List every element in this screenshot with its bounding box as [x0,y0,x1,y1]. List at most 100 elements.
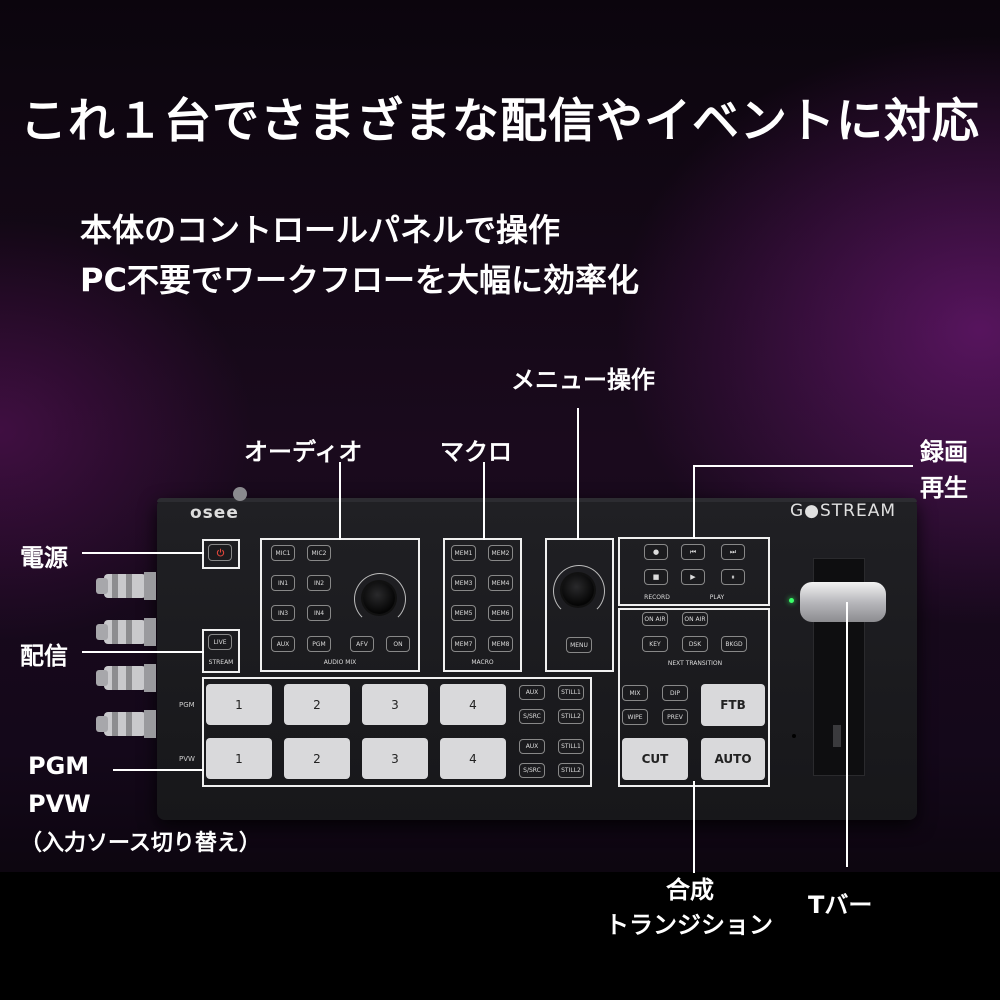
pvw-aux-button[interactable]: AUX [519,739,545,754]
callout-menu: メニュー操作 [511,366,655,394]
knob-ring [553,565,605,617]
play-button[interactable]: ▶ [681,569,705,585]
record-icon: ● [652,548,660,556]
pgm-source-button[interactable]: 3 [362,684,428,725]
callout-line-macro [483,462,485,540]
auto-button[interactable]: AUTO [701,738,765,780]
live-button[interactable]: LIVE [208,634,232,650]
skip-forward-icon: ⏭ [729,547,737,556]
callout-line-power [82,552,204,554]
audio-knob[interactable] [363,582,395,614]
play-label: PLAY [709,594,725,601]
callout-line-menu [577,408,579,540]
callout-pvw: PVW [28,790,91,818]
key-button[interactable]: KEY [642,636,668,652]
pgm-ssrc-button[interactable]: S/SRC [519,709,545,724]
power-button[interactable] [208,544,232,561]
bnc-connector-icon [96,710,156,738]
dsk-button[interactable]: DSK [682,636,708,652]
macro-button[interactable]: MEM1 [451,545,476,561]
next-button[interactable]: ⏭ [721,544,745,560]
callout-line-stream [82,651,204,653]
bottom-band [0,872,1000,1000]
callout-composite: 合成 [666,876,714,904]
subtitle-line-1: 本体のコントロールパネルで操作 [80,211,561,249]
menu-knob[interactable] [562,574,594,606]
pvw-ssrc-button[interactable]: S/SRC [519,763,545,778]
callout-stream: 配信 [20,642,68,670]
macro-button[interactable]: MEM3 [451,575,476,591]
audio-button[interactable]: IN2 [307,575,331,591]
pgm-source-button[interactable]: 2 [284,684,350,725]
previous-button[interactable]: ⏮ [681,544,705,560]
play-icon: ▶ [690,573,696,581]
tbar-notch [833,725,841,747]
audio-button[interactable]: MIC2 [307,545,331,561]
callout-play: 再生 [920,474,968,502]
stream-label: STREAM [208,659,234,666]
callout-macro: マクロ [440,438,512,466]
audio-mix-label: AUDIO MIX [323,659,357,666]
next-transition-label: NEXT TRANSITION [667,660,723,667]
bkgd-button[interactable]: BKGD [721,636,747,652]
tbar-handle[interactable] [800,582,886,622]
macro-button[interactable]: MEM8 [488,636,513,652]
callout-line-audio [339,462,341,540]
audio-button[interactable]: IN1 [271,575,295,591]
audio-button[interactable]: AFV [350,636,374,652]
brand-logo: osee [190,503,239,523]
callout-line-record-h [693,465,913,467]
pgm-source-button[interactable]: 4 [440,684,506,725]
pvw-still1-button[interactable]: STILL1 [558,739,584,754]
macro-label: MACRO [471,659,494,666]
pvw-source-button[interactable]: 4 [440,738,506,779]
mix-button[interactable]: MIX [622,685,648,701]
macro-button[interactable]: MEM5 [451,605,476,621]
pgm-pvw-frame [202,677,592,787]
status-led [789,598,794,603]
pgm-aux-button[interactable]: AUX [519,685,545,700]
menu-frame [545,538,614,672]
pgm-row-label: PGM [179,701,195,709]
dip-button[interactable]: DIP [662,685,688,701]
callout-transition: トランジション [605,911,773,939]
pvw-source-button[interactable]: 2 [284,738,350,779]
wipe-button[interactable]: WIPE [622,709,648,725]
on-air-key-button[interactable]: ON AIR [642,612,668,626]
audio-button[interactable]: IN3 [271,605,295,621]
pgm-source-button[interactable]: 1 [206,684,272,725]
audio-button[interactable]: MIC1 [271,545,295,561]
cut-button[interactable]: CUT [622,738,688,780]
skip-back-icon: ⏮ [689,547,697,556]
on-air-dsk-button[interactable]: ON AIR [682,612,708,626]
callout-line-transition [693,781,695,873]
menu-button[interactable]: MENU [566,637,592,653]
knob-ring [354,573,406,625]
audio-button[interactable]: ON [386,636,410,652]
callout-power: 電源 [20,544,68,572]
audio-button[interactable]: IN4 [307,605,331,621]
callout-audio: オーディオ [244,438,363,466]
macro-button[interactable]: MEM2 [488,545,513,561]
pvw-row-label: PVW [179,755,195,763]
pgm-still1-button[interactable]: STILL1 [558,685,584,700]
prev-button[interactable]: PREV [662,709,688,725]
pvw-source-button[interactable]: 3 [362,738,428,779]
record-button[interactable]: ● [644,544,668,560]
stop-button[interactable]: ■ [644,569,668,585]
macro-button[interactable]: MEM4 [488,575,513,591]
pvw-still2-button[interactable]: STILL2 [558,763,584,778]
macro-button[interactable]: MEM6 [488,605,513,621]
ftb-button[interactable]: FTB [701,684,765,726]
power-icon [216,548,224,557]
callout-line-pgm [113,769,204,771]
audio-button[interactable]: PGM [307,636,331,652]
pvw-source-button[interactable]: 1 [206,738,272,779]
pause-button[interactable]: ⏸ [721,569,745,585]
pgm-still2-button[interactable]: STILL2 [558,709,584,724]
audio-button[interactable]: AUX [271,636,295,652]
callout-tbar: Tバー [808,891,873,919]
macro-button[interactable]: MEM7 [451,636,476,652]
bnc-connector-icon [96,572,156,600]
